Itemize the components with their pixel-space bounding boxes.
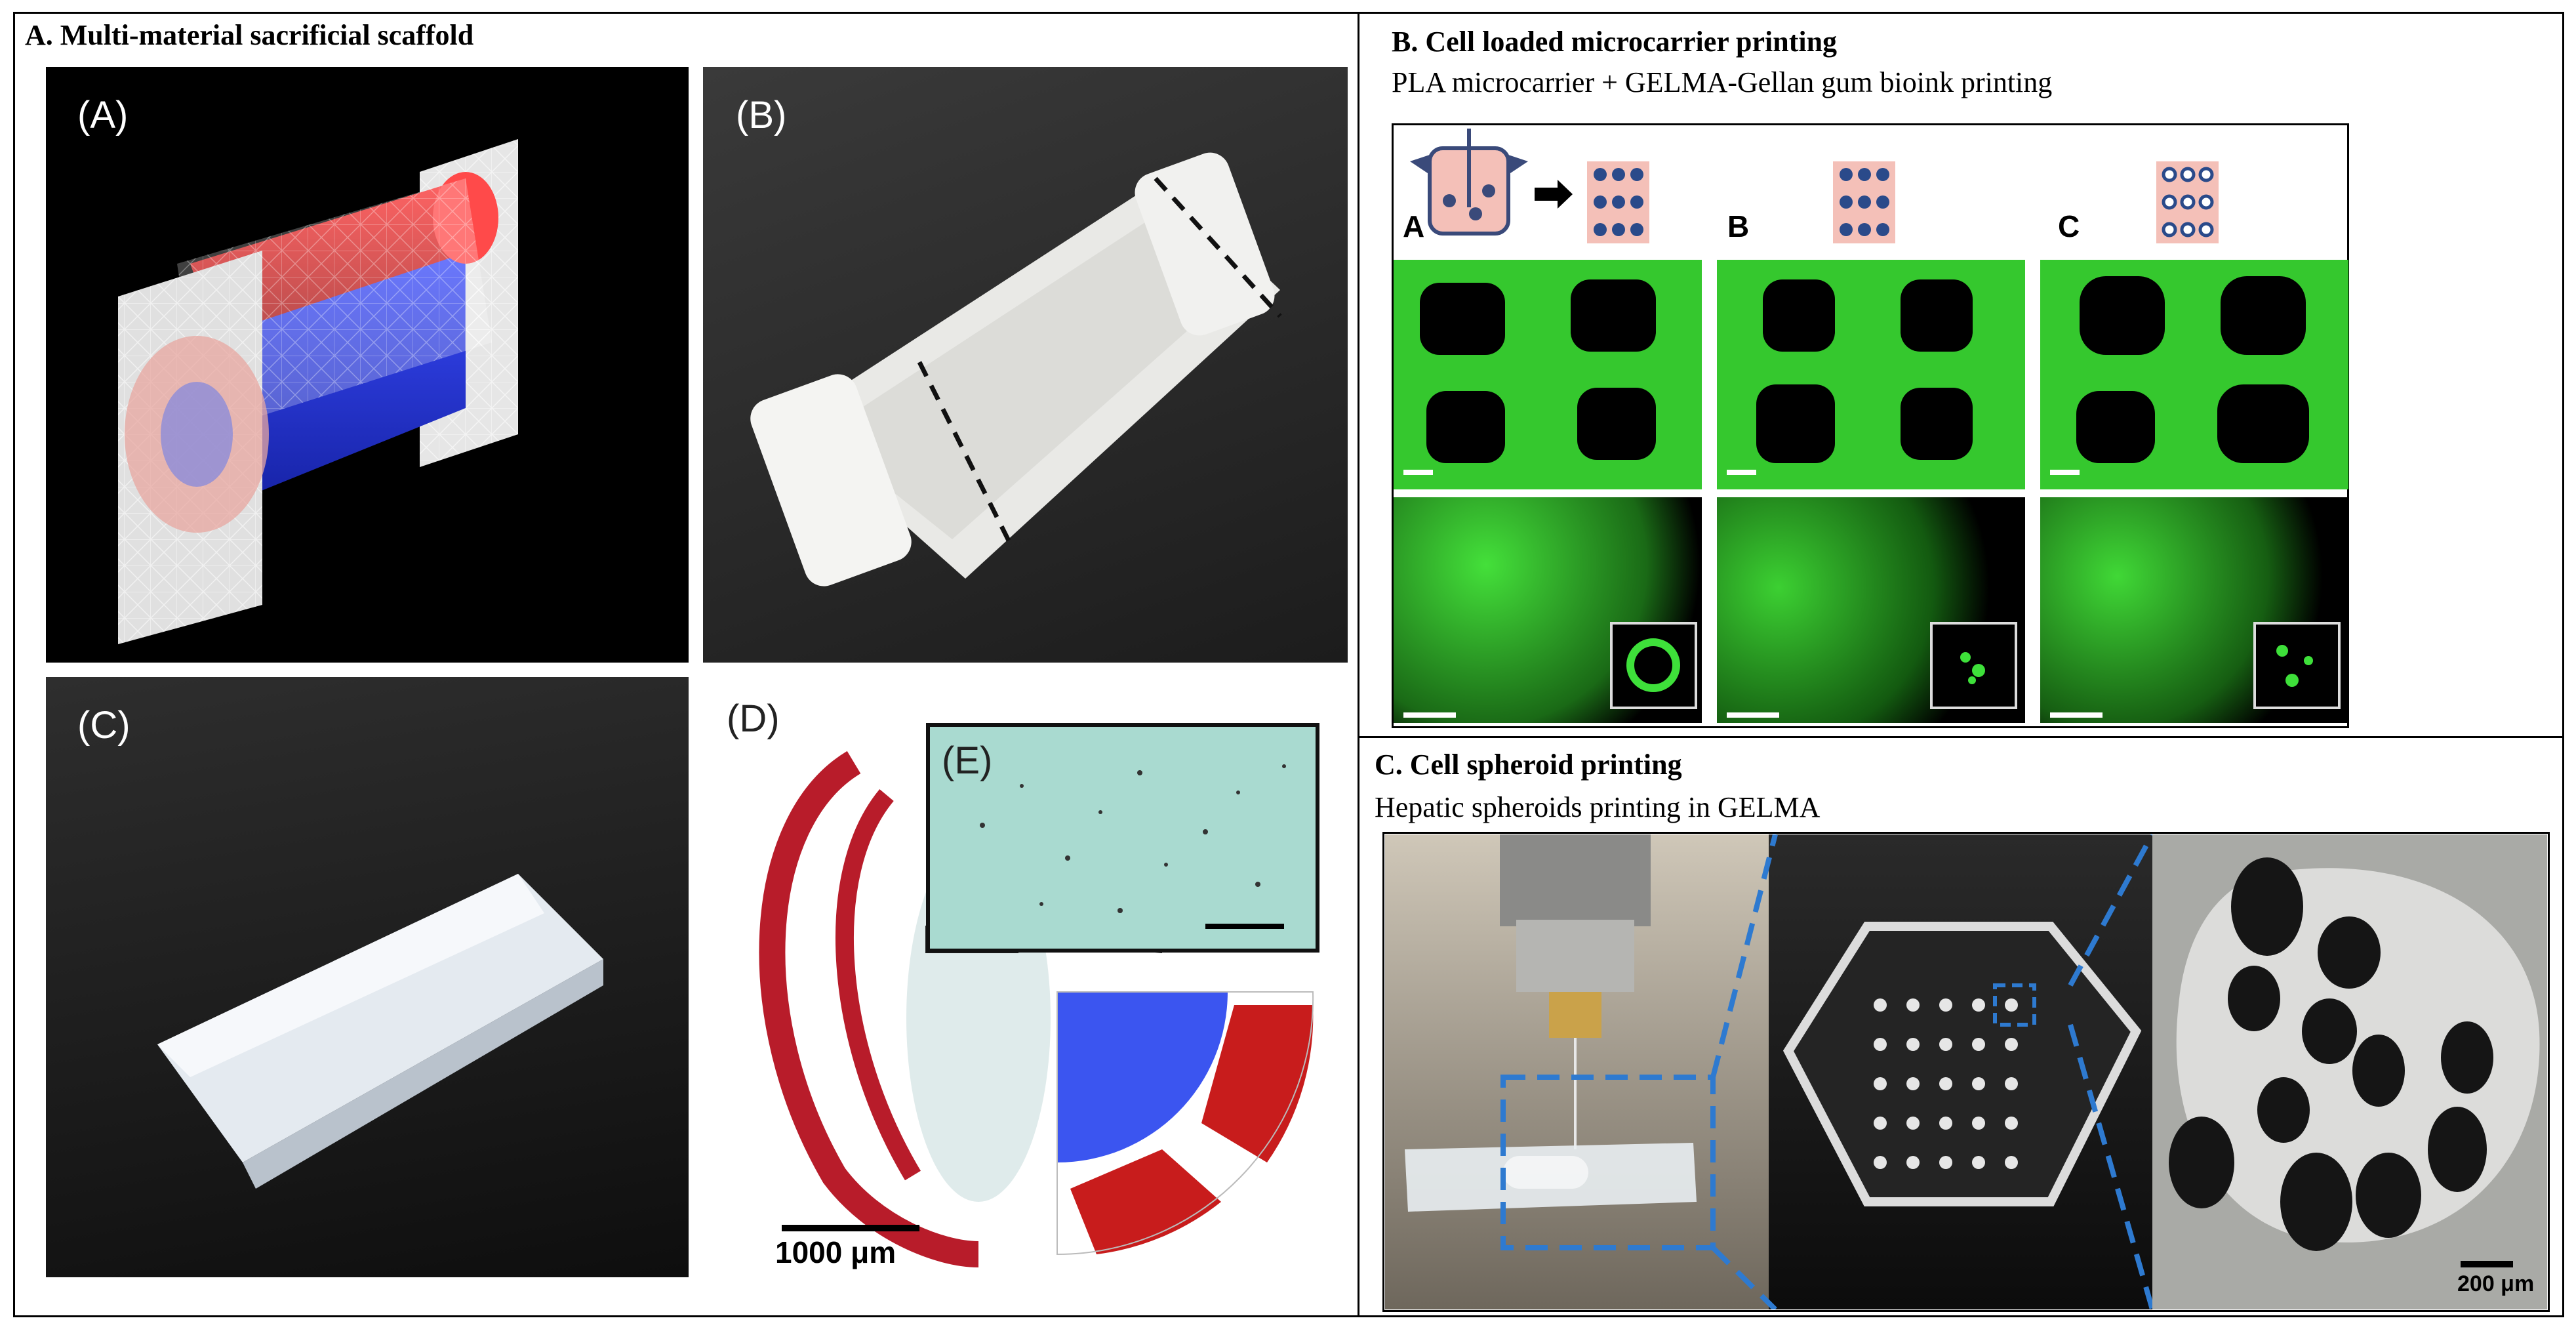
panel-c-figure-frame bbox=[1382, 832, 2550, 1312]
subpanel-label-c: (C) bbox=[77, 704, 131, 747]
bioreactor-schematic bbox=[1403, 129, 1574, 247]
hexagonal-chamber-photo bbox=[1769, 834, 2152, 1309]
lattice-schematic-c bbox=[2156, 161, 2219, 243]
bioprinter-nozzle-photo bbox=[1385, 834, 1769, 1309]
fluorescence-inset-a bbox=[1610, 622, 1697, 709]
column-label-c: C bbox=[2058, 209, 2080, 243]
subpanel-e-inset-histology: (E) bbox=[926, 723, 1319, 953]
scale-bar-c bbox=[2050, 712, 2103, 718]
scale-bar-label-1000um: 1000 μm bbox=[775, 1235, 896, 1269]
subpanel-label-b: (B) bbox=[736, 94, 787, 136]
subpanel-a-cad-model: (A) bbox=[46, 67, 689, 663]
subpanel-label-e: (E) bbox=[942, 739, 993, 782]
horizontal-divider bbox=[1358, 736, 2564, 738]
lattice-schematic-a bbox=[1587, 161, 1649, 243]
scale-bar-label-200um: 200 μm bbox=[2457, 1271, 2535, 1296]
subpanel-b-printed-scaffold: (B) bbox=[703, 67, 1348, 663]
subpanel-d-histology: (D) 1000 μm (E) bbox=[703, 677, 1348, 1277]
subpanel-label-a: (A) bbox=[77, 94, 129, 136]
column-label-b: B bbox=[1727, 209, 1750, 243]
scale-bar-a bbox=[1403, 712, 1456, 718]
fluorescence-image-a-high-mag bbox=[1394, 497, 1702, 723]
fluorescence-image-b-high-mag bbox=[1717, 497, 2025, 723]
panel-c-subtitle: Hepatic spheroids printing in GELMA bbox=[1375, 791, 1821, 823]
microcarrier-column-a: A bbox=[1394, 129, 1702, 726]
lattice-schematic-b bbox=[1833, 161, 1895, 243]
fluorescence-inset-c bbox=[2253, 622, 2341, 709]
microcarrier-column-b: B bbox=[1712, 129, 2025, 726]
subpanel-c-cast-scaffold: (C) bbox=[46, 677, 689, 1277]
subpanel-label-d: (D) bbox=[727, 697, 780, 740]
figure-frame bbox=[13, 12, 2564, 1317]
fluorescence-image-c-high-mag bbox=[2040, 497, 2348, 723]
fluorescence-image-a-low-mag bbox=[1394, 260, 1702, 489]
panel-c-title: C. Cell spheroid printing bbox=[1375, 749, 1682, 781]
spheroid-micrograph: 200 μm bbox=[2152, 834, 2547, 1309]
panel-a-title: A. Multi-material sacrificial scaffold bbox=[25, 19, 474, 51]
scale-bar-b bbox=[1727, 712, 1779, 718]
panel-b-title: B. Cell loaded microcarrier printing bbox=[1392, 26, 1838, 58]
panel-b-subtitle: PLA microcarrier + GELMA-Gellan gum bioi… bbox=[1392, 66, 2053, 98]
fluorescence-image-c-low-mag bbox=[2040, 260, 2348, 489]
fluorescence-inset-b bbox=[1930, 622, 2017, 709]
microcarrier-column-c: C bbox=[2035, 129, 2348, 726]
vertical-divider bbox=[1358, 12, 1359, 1317]
column-label-a: A bbox=[1403, 209, 1425, 243]
fluorescence-image-b-low-mag bbox=[1717, 260, 2025, 489]
